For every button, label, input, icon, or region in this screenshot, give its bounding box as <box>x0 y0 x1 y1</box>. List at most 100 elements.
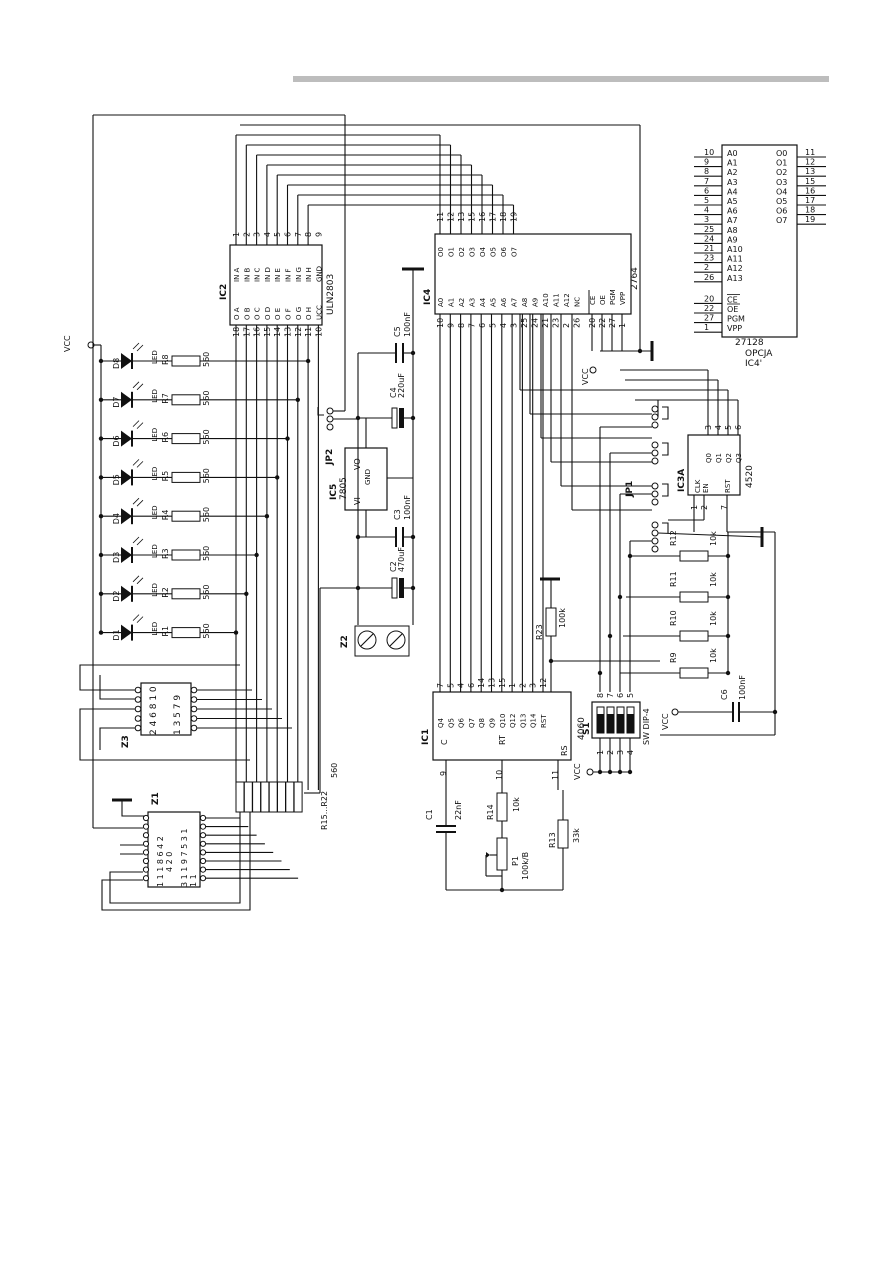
p1-value: 100k/B <box>521 852 530 880</box>
ic1-q-label: RST <box>540 714 548 728</box>
ic4p-left-label: A6 <box>727 207 738 216</box>
ic4p-left-label: A7 <box>727 216 738 225</box>
led-label: LED <box>151 389 159 403</box>
led-resistor-value: 560 <box>202 546 211 561</box>
led-diode-name: D3 <box>112 552 121 563</box>
ic4p-left-pin: 10 <box>704 148 714 157</box>
led-resistor-name: R2 <box>161 587 170 598</box>
r11-name: R11 <box>669 571 678 587</box>
led-diode-name: D8 <box>112 358 121 369</box>
ic4-bottom-label: A11 <box>553 293 561 307</box>
led-label: LED <box>151 428 159 442</box>
led-resistor-value: 560 <box>202 507 211 522</box>
ic1-q-label: Q10 <box>499 714 507 728</box>
ic4p-left-pin: 7 <box>704 177 709 186</box>
ic4p-left-pin: 27 <box>704 314 714 323</box>
p1-name: P1 <box>511 856 520 866</box>
ic3-rst-pin: 7 <box>720 505 729 510</box>
c4-value: 220uF <box>397 373 406 398</box>
ic4-top-label: O4 <box>479 246 487 257</box>
ic4p-left-pin: 6 <box>704 186 709 195</box>
ic5-gnd: GND <box>364 469 372 485</box>
ic4p-left-label: A4 <box>727 187 738 196</box>
ic4p-right-pin: 15 <box>805 177 815 186</box>
led-label: LED <box>151 467 159 481</box>
c5-value: 100nF <box>403 312 412 337</box>
ic3-name: IC3A <box>677 469 687 492</box>
ic2-out-label: O F <box>285 308 293 320</box>
power-caps: C5 100nF C4 220uF C3 100nF C2 470uF <box>340 267 424 657</box>
ic4p-right-label: O0 <box>776 149 787 158</box>
ic4p-right-pin: 11 <box>805 148 815 157</box>
r14-value: 10k <box>512 797 521 812</box>
ic4p-left-label: A3 <box>727 178 738 187</box>
ic4p-left-pin: 21 <box>704 244 714 253</box>
ic4p-left-label: A11 <box>727 255 743 264</box>
ic4p-right-label: O2 <box>776 168 787 177</box>
ic1-name: IC1 <box>421 729 431 745</box>
vcc-led-label: VCC <box>63 335 72 352</box>
data-bus <box>92 114 643 828</box>
timing-caps: C1 22nF C6 100nF VCC <box>425 532 778 891</box>
led-resistor-value: 560 <box>202 468 211 483</box>
ic4-bottom-label: A0 <box>437 298 445 307</box>
ic2-out-label: O H <box>305 307 313 320</box>
r11-value: 10k <box>709 572 718 587</box>
ic3-rst-label: RST <box>724 479 732 493</box>
ic1-q-label: Q5 <box>447 718 455 728</box>
c2-name: C2 <box>389 561 398 572</box>
ic4p-left-pin: 8 <box>704 167 709 176</box>
ic4-bottom-label: A2 <box>458 298 466 307</box>
c6-name: C6 <box>720 689 729 700</box>
c1-value: 22nF <box>454 800 463 820</box>
ic4-ctrl-label: OE <box>599 295 607 305</box>
led-resistor-name: R4 <box>161 510 170 521</box>
s1-part: SW DIP-4 <box>642 708 651 745</box>
ic4p-left-pin: 1 <box>704 323 709 332</box>
ic4p-right-label: O5 <box>776 197 787 206</box>
z2-label: Z2 <box>340 635 350 648</box>
ic4p-caption: OPCJA <box>745 349 773 359</box>
ic4p-left-label: A8 <box>727 226 738 235</box>
z3-row-a: 2 4 6 8 1 0 <box>149 686 159 735</box>
ic4p-left-pin: 4 <box>704 206 709 215</box>
ic4-top-label: O5 <box>490 247 498 257</box>
ic4p-left-label: A12 <box>727 264 743 273</box>
ic2-out-label: O C <box>254 307 262 320</box>
ic4p-right-pin: 12 <box>805 158 815 167</box>
ic4-bottom-pin: 26 <box>573 318 582 328</box>
ic4-bottom-pin: 23 <box>552 318 561 328</box>
ic1-q-label: Q12 <box>509 714 517 728</box>
ic1-rt-pin: 10 <box>495 770 504 780</box>
ic4p-right-pin: 19 <box>805 215 815 224</box>
ic3-part: 4520 <box>745 465 755 488</box>
led-resistor-value: 560 <box>202 585 211 600</box>
ic3-q-label: Q0 <box>705 453 713 463</box>
z3-label: Z3 <box>121 735 131 748</box>
z1-row-a: 1 1 1 8 6 4 2 <box>156 836 165 887</box>
r9-value: 10k <box>709 648 718 663</box>
led-resistor-name: R5 <box>161 471 170 482</box>
r12-name: R12 <box>669 530 678 546</box>
ic2-in-pin: 9 <box>314 232 323 237</box>
ic4-bottom-label: A7 <box>511 298 519 307</box>
led-resistor-value: 560 <box>202 623 211 638</box>
ic4-bottom-pin: 8 <box>457 323 466 328</box>
r15-r22-array: R15...R22 560 <box>235 587 358 830</box>
s1-name: S1 <box>582 722 592 735</box>
ic2-out-label: O A <box>233 307 241 320</box>
led-resistor-value: 560 <box>202 391 211 406</box>
ic2-in-label: IN H <box>305 267 313 282</box>
ic2-in-label: IN G <box>295 267 303 282</box>
led-label: LED <box>151 505 159 519</box>
led-resistor-name: R3 <box>161 548 170 559</box>
ic1-q-label: Q4 <box>437 717 445 728</box>
led-diode-name: D5 <box>112 474 121 485</box>
ic1-rs-pin: 11 <box>551 770 560 780</box>
ic4p-left-pin: 25 <box>704 225 714 234</box>
vcc-s1-label: VCC <box>573 763 582 780</box>
z1-row-c: 3 1 1 9 7 5 3 1 <box>180 828 189 887</box>
